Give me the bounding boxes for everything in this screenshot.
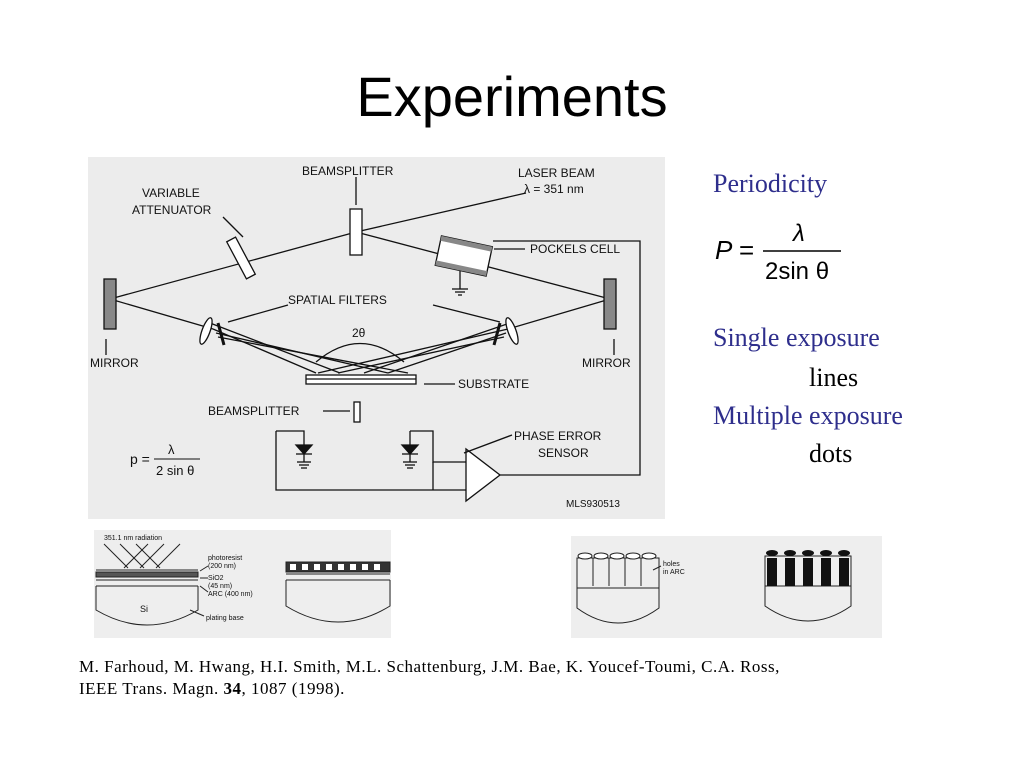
variable-attenuator	[225, 236, 257, 280]
label-beamsplitter-bottom: BEAMSPLITTER	[208, 404, 300, 418]
label-wavelength: λ = 351 nm	[524, 182, 584, 196]
label-si: Si	[140, 604, 148, 614]
spatial-filter-left	[199, 317, 226, 346]
bottom-beamsplitter	[353, 401, 361, 423]
left-mirror	[103, 278, 117, 330]
label-phase-error: PHASE ERROR	[514, 429, 602, 443]
label-spatial-filters: SPATIAL FILTERS	[288, 293, 387, 307]
lines-text: lines	[809, 363, 859, 392]
formula-p: p =	[130, 451, 150, 467]
formula-denominator: 2 sin θ	[156, 463, 194, 478]
periodicity-formula: P = λ 2sin θ	[715, 220, 841, 285]
label-laser-beam: LASER BEAM	[518, 166, 595, 180]
slide-title: Experiments	[356, 65, 668, 128]
label-variable: VARIABLE	[142, 186, 200, 200]
label-two-theta: 2θ	[352, 326, 366, 340]
label-plating-base: plating base	[206, 615, 244, 622]
label-photoresist-thickness: (200 nm)	[208, 563, 236, 570]
citation-line-2: IEEE Trans. Magn. 34, 1087 (1998).	[79, 678, 979, 700]
label-mirror-right: MIRROR	[582, 356, 631, 370]
label-sio2: SiO2	[208, 575, 224, 582]
label-photoresist: photoresist	[208, 555, 242, 562]
single-exposure-heading: Single exposure	[713, 323, 880, 352]
citation-line-1: M. Farhoud, M. Hwang, H.I. Smith, M.L. S…	[79, 657, 780, 676]
citation-journal: IEEE Trans. Magn.	[79, 679, 224, 698]
citation: M. Farhoud, M. Hwang, H.I. Smith, M.L. S…	[79, 656, 979, 700]
interference-setup-diagram: BEAMSPLITTER LASER BEAM λ = 351 nm VARIA…	[88, 157, 665, 519]
label-figure-id: MLS930513	[566, 499, 620, 510]
multiple-exposure-heading: Multiple exposure	[713, 401, 903, 430]
formula-numerator: λ	[791, 220, 805, 247]
beam-left-path	[109, 231, 357, 300]
spatial-filter-right	[492, 317, 519, 346]
process-figure-left: 351.1 nm radiation photoresist (200 nm) …	[94, 530, 391, 638]
label-substrate: SUBSTRATE	[458, 377, 529, 391]
label-in-arc: in ARC	[663, 569, 685, 576]
label-beamsplitter-top: BEAMSPLITTER	[302, 164, 394, 178]
formula-denominator: 2sin θ	[765, 258, 829, 285]
label-sensor: SENSOR	[538, 446, 589, 460]
citation-pages-year: , 1087 (1998).	[241, 679, 345, 698]
periodicity-heading: Periodicity	[713, 169, 828, 198]
pockels-cell	[434, 235, 494, 277]
formula-numerator: λ	[168, 442, 175, 457]
formula-lhs: P =	[715, 235, 754, 265]
laser-beam-line	[355, 192, 527, 233]
label-attenuator: ATTENUATOR	[132, 203, 212, 217]
top-beamsplitter	[349, 208, 363, 256]
right-mirror	[603, 278, 617, 330]
label-pockels-cell: POCKELS CELL	[530, 242, 620, 256]
label-holes: holes	[663, 561, 680, 568]
citation-volume: 34	[223, 679, 242, 698]
label-radiation: 351.1 nm radiation	[104, 535, 162, 542]
label-arc: ARC (400 nm)	[208, 591, 253, 598]
dots-text: dots	[809, 439, 853, 468]
process-figure-right: holes in ARC	[571, 536, 882, 638]
label-sio2-thickness: (45 nm)	[208, 583, 232, 590]
label-mirror-left: MIRROR	[90, 356, 139, 370]
